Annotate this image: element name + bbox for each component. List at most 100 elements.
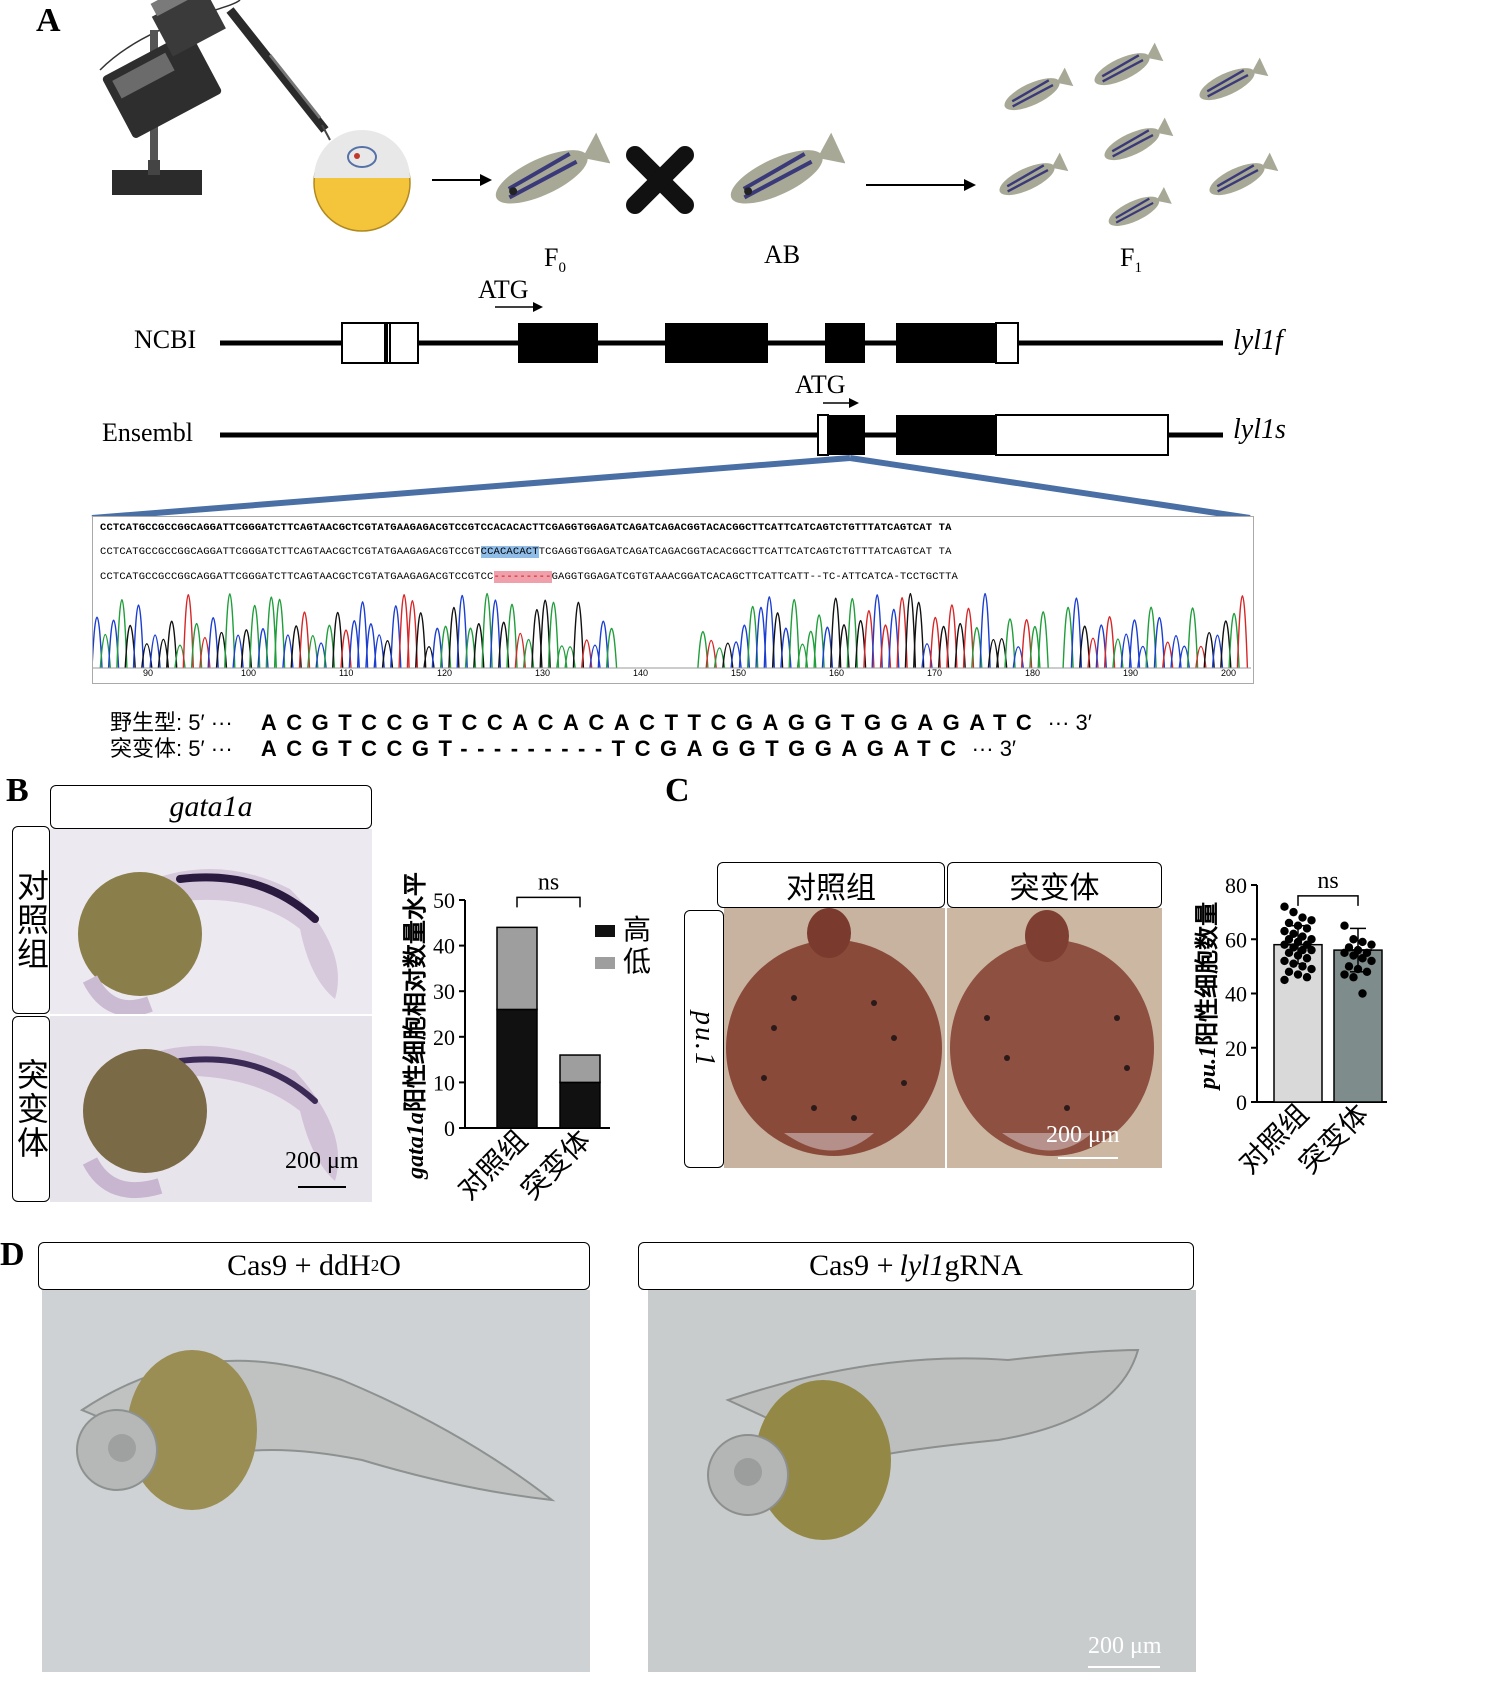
axis-tick: 190 (1123, 668, 1139, 678)
axis-tick: 90 (143, 668, 154, 678)
axis-tick: 170 (927, 668, 943, 678)
chromatogram-peak (1037, 611, 1049, 669)
chromatogram-peak (572, 601, 585, 669)
chromatogram-peak (273, 598, 286, 669)
data-point (1302, 954, 1312, 963)
gene-lyl1f-label: lyl1f (1233, 325, 1283, 356)
chromatogram-peak (979, 593, 991, 669)
chromatogram-traces (93, 593, 1251, 669)
atg-arrow-ensembl (823, 398, 859, 408)
legend-swatch-high (595, 925, 615, 937)
ns-label: ns (1317, 868, 1338, 894)
axis-tick: 150 (731, 668, 747, 678)
chromatogram-peak (846, 597, 858, 669)
ensembl-gene-model (220, 414, 1223, 456)
chromatogram-peak (93, 616, 103, 669)
axis-tick: 160 (829, 668, 845, 678)
chromatogram-peak (830, 597, 842, 669)
data-point (1293, 970, 1303, 979)
bar-segment (559, 1054, 601, 1084)
data-point (1307, 945, 1316, 955)
chromatogram-peak (207, 617, 219, 669)
chromatogram-peak (415, 612, 427, 669)
atg-label-ensembl: ATG (795, 370, 846, 399)
chromatogram-peak (166, 620, 178, 669)
bar-segment (496, 1008, 538, 1129)
chromatogram-peak (697, 631, 709, 669)
ab-label: AB (764, 240, 801, 269)
chromatogram-peak (190, 622, 203, 669)
chromatogram-peak (605, 628, 618, 669)
chromatogram-peak (771, 612, 784, 669)
chromatogram-peak (265, 596, 277, 669)
chromatogram-peak (365, 623, 377, 669)
data-point (1362, 967, 1372, 976)
chromatogram-peak (962, 607, 975, 669)
data-point (1367, 940, 1376, 949)
chromatogram-peak (1153, 616, 1166, 669)
axis-tick: 110 (339, 668, 354, 678)
data-point (1280, 926, 1289, 936)
data-point (1340, 970, 1349, 979)
data-point (1284, 967, 1294, 976)
chromatogram-peak (481, 593, 493, 669)
chromatogram-peak (763, 596, 775, 669)
y-tick-label: 50 (433, 888, 455, 913)
fish-f0-icon (495, 132, 610, 204)
col-label-mutant: 突变体 (947, 862, 1162, 908)
bar-segment (496, 926, 538, 1011)
header-cas9-lyl1-grna: Cas9 + lyl1 gRNA (638, 1242, 1194, 1290)
chromatogram-peak (182, 594, 194, 669)
chromatogram-peak (1079, 625, 1091, 669)
ncbi-gene-model (220, 322, 1223, 364)
chromatogram-peak (506, 603, 518, 669)
scale-label-c: 200 μm (1046, 1122, 1120, 1148)
panel-c-letter: C (665, 772, 690, 809)
seq-wildtype: CCTCATGCCGCCGGCAGGATTCGGGATCTTCAGTAACGCT… (100, 546, 952, 558)
f1-label: F1 (1120, 243, 1142, 277)
axis-tick: 140 (633, 668, 649, 678)
y-tick-label: 40 (433, 934, 455, 959)
chromatogram-peak (1020, 619, 1033, 669)
data-point (1358, 937, 1367, 947)
chromatogram-peak (1186, 607, 1199, 669)
x-tick-label: 突变体 (515, 1124, 597, 1206)
significance-bracket (516, 896, 581, 908)
panel-a-letter: A (36, 2, 61, 39)
chromatogram-peak (1170, 635, 1182, 669)
chromatogram-peak (1070, 597, 1083, 669)
gata1a-control-photo (50, 829, 372, 1014)
data-point (1280, 975, 1289, 985)
ncbi-label: NCBI (134, 325, 197, 354)
atg-label-ncbi: ATG (478, 275, 529, 304)
seq-reference: CCTCATGCCGCCGGCAGGATTCGGGATCTTCAGTAACGCT… (100, 522, 952, 534)
col-label-control: 对照组 (717, 862, 945, 908)
axis-tick: 200 (1221, 668, 1237, 678)
chromatogram-peak (406, 599, 419, 669)
seq-mutant: CCTCATGCCGCCGGCAGGATTCGGGATCTTCAGTAACGCT… (100, 571, 958, 583)
scale-bar-d (1088, 1666, 1160, 1668)
gata1a-mutant-photo (50, 1016, 372, 1202)
x-tick-label: 突变体 (1293, 1098, 1375, 1180)
x-tick-label: 对照组 (452, 1124, 534, 1206)
zoom-lines (91, 455, 1251, 521)
fish-f1-group-icon (999, 42, 1279, 226)
scale-bar-c (1058, 1157, 1118, 1159)
chromatogram-peak (946, 604, 958, 669)
legend-label-low: 低 (623, 945, 651, 978)
side-label-pu1: pu.1 (684, 910, 724, 1168)
data-point (1344, 962, 1354, 971)
significance-bracket (1297, 895, 1359, 906)
y-tick-label: 30 (433, 979, 455, 1004)
pu1-mutant-photo (947, 908, 1162, 1168)
chart-b-ylabel: gata1a阳性细胞相对数量水平 (402, 871, 429, 1179)
f0-label: F0 (544, 243, 566, 277)
bar-segment (559, 1081, 601, 1129)
chromatogram-peak (249, 604, 261, 669)
chromatogram-peak (456, 595, 468, 669)
chromatogram-peak (1236, 595, 1249, 669)
legend-label-high: 高 (623, 913, 651, 946)
